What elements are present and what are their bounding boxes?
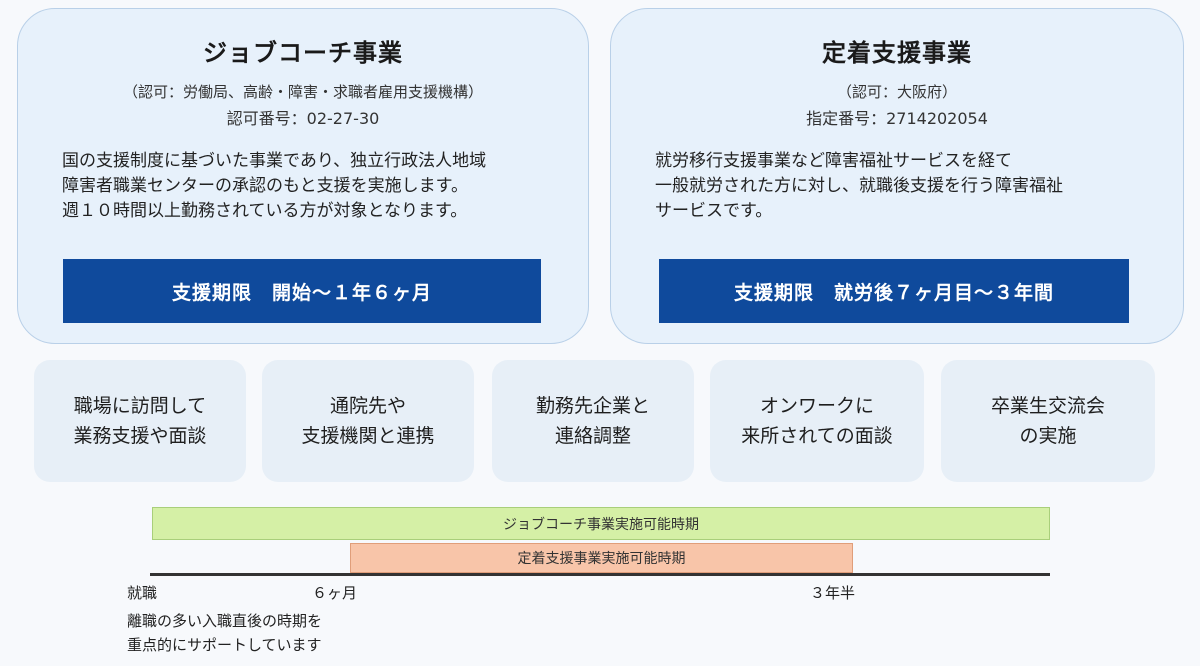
timeline-axis	[150, 573, 1050, 576]
teichaku-description: 就労移行支援事業など障害福祉サービスを経て 一般就労された方に対し、就職後支援を…	[655, 149, 1153, 224]
job-coach-period-banner: 支援期限 開始〜１年６ヶ月	[63, 259, 541, 323]
job-coach-description-line: 週１０時間以上勤務されている方が対象となります。	[62, 201, 468, 221]
service-line: 通院先や	[329, 395, 406, 417]
teichaku-description-line: 一般就労された方に対し、就職後支援を行う障害福祉	[655, 176, 1063, 196]
timeline-note-line: 離職の多い入職直後の時期を	[127, 612, 323, 630]
service-medical-coordination: 通院先や 支援機関と連携	[262, 360, 474, 482]
service-line: 卒業生交流会	[990, 395, 1105, 417]
job-coach-description: 国の支援制度に基づいた事業であり、独立行政法人地域 障害者職業センターの承認のも…	[62, 149, 558, 224]
teichaku-card: 定着支援事業 （認可：大阪府） 指定番号：2714202054 就労移行支援事業…	[610, 8, 1184, 344]
teichaku-period-bar: 定着支援事業実施可能時期	[350, 543, 853, 573]
service-line: 来所されての面談	[741, 425, 893, 447]
teichaku-license: （認可：大阪府）	[836, 83, 957, 101]
service-line: 職場に訪問して	[73, 395, 207, 417]
service-line: の実施	[1019, 425, 1077, 447]
teichaku-description-line: サービスです。	[655, 201, 773, 221]
teichaku-description-line: 就労移行支援事業など障害福祉サービスを経て	[655, 151, 1012, 171]
job-coach-title: ジョブコーチ事業	[203, 39, 403, 67]
timeline-note: 離職の多い入職直後の時期を 重点的にサポートしています	[127, 609, 322, 657]
service-line: オンワークに	[759, 395, 874, 417]
service-onsite-interview: オンワークに 来所されての面談	[710, 360, 924, 482]
job-coach-period-bar: ジョブコーチ事業実施可能時期	[152, 507, 1050, 540]
service-workplace-visit: 職場に訪問して 業務支援や面談	[34, 360, 246, 482]
service-employer-liaison: 勤務先企業と 連絡調整	[492, 360, 694, 482]
service-alumni-meetup: 卒業生交流会 の実施	[941, 360, 1155, 482]
service-line: 支援機関と連携	[301, 425, 435, 447]
timeline-start-label: 就職	[127, 584, 158, 602]
service-line: 業務支援や面談	[73, 425, 207, 447]
teichaku-title: 定着支援事業	[822, 39, 972, 67]
job-coach-license: （認可：労働局、高齢・障害・求職者雇用支援機構）	[122, 83, 483, 101]
service-line: 勤務先企業と	[535, 395, 650, 417]
job-coach-description-line: 障害者職業センターの承認のもと支援を実施します。	[62, 176, 468, 196]
teichaku-designation-number: 指定番号：2714202054	[806, 109, 988, 128]
service-line: 連絡調整	[554, 425, 631, 447]
job-coach-description-line: 国の支援制度に基づいた事業であり、独立行政法人地域	[62, 151, 487, 171]
job-coach-card: ジョブコーチ事業 （認可：労働局、高齢・障害・求職者雇用支援機構） 認可番号：0…	[17, 8, 589, 344]
job-coach-license-number: 認可番号：02-27-30	[226, 109, 380, 128]
timeline-three-half-years-label: ３年半	[810, 584, 856, 602]
timeline-note-line: 重点的にサポートしています	[127, 636, 322, 654]
timeline-six-months-label: ６ヶ月	[312, 584, 358, 602]
teichaku-period-banner: 支援期限 就労後７ヶ月目〜３年間	[659, 259, 1129, 323]
